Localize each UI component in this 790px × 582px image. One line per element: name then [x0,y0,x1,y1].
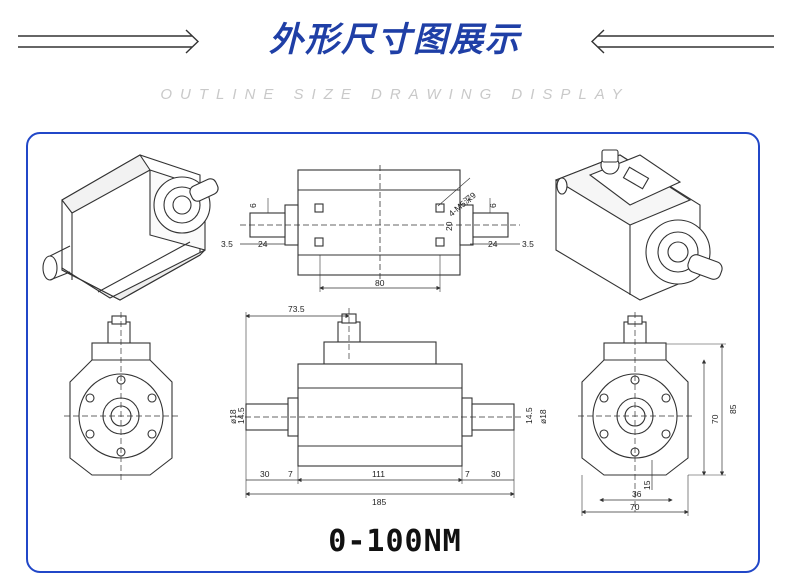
dim-front-14.5-left: 14.5 [236,407,246,424]
dim-front-7-left: 7 [288,469,293,479]
dim-top-24-left: 24 [258,239,268,249]
dim-top-24-right: 24 [488,239,498,249]
dim-top-6-right: 6 [488,203,498,208]
dim-top-6-left: 6 [248,203,258,208]
dim-top-3.5-right: 3.5 [522,239,534,249]
dim-top-20: 20 [444,221,454,231]
dim-top-3.5-left: 3.5 [221,239,233,249]
left-title-arrow [18,29,200,54]
dim-front-185: 185 [372,497,386,507]
dim-top-80: 80 [375,278,385,288]
dim-front-111: 111 [372,469,385,479]
dim-end-15: 15 [642,480,652,490]
dim-end-70-vertical: 70 [710,414,720,424]
front-view [236,308,524,498]
model-range-label: 0-100NM [328,524,462,559]
right-end-dimension-labels: 85 70 15 36 70 [630,404,738,512]
dim-front-30-right: 30 [491,469,501,479]
dim-end-36: 36 [632,489,642,499]
isometric-view-left [42,154,219,301]
title-decorations [18,29,774,54]
dim-front-73.5: 73.5 [288,304,305,314]
dim-front-14.5-right: 14.5 [524,407,534,424]
dim-end-70: 70 [630,502,640,512]
right-title-arrow [590,29,774,54]
dim-front-d18-left: ø18 [228,409,238,424]
page-subtitle: OUTLINE SIZE DRAWING DISPLAY [160,86,630,103]
isometric-view-right [554,149,723,301]
top-view [240,165,520,292]
dim-front-d18-right: ø18 [538,409,548,424]
right-end-view [578,312,726,516]
dim-end-85: 85 [728,404,738,414]
drawing-frame [26,132,760,573]
dim-front-30-left: 30 [260,469,270,479]
front-view-dimension-labels: 73.5 ø18 14.5 30 7 111 7 30 185 14.5 ø18 [228,304,548,507]
page-title: 外形尺寸图展示 [269,20,521,60]
left-end-view [64,312,178,480]
dim-front-7-right: 7 [465,469,470,479]
